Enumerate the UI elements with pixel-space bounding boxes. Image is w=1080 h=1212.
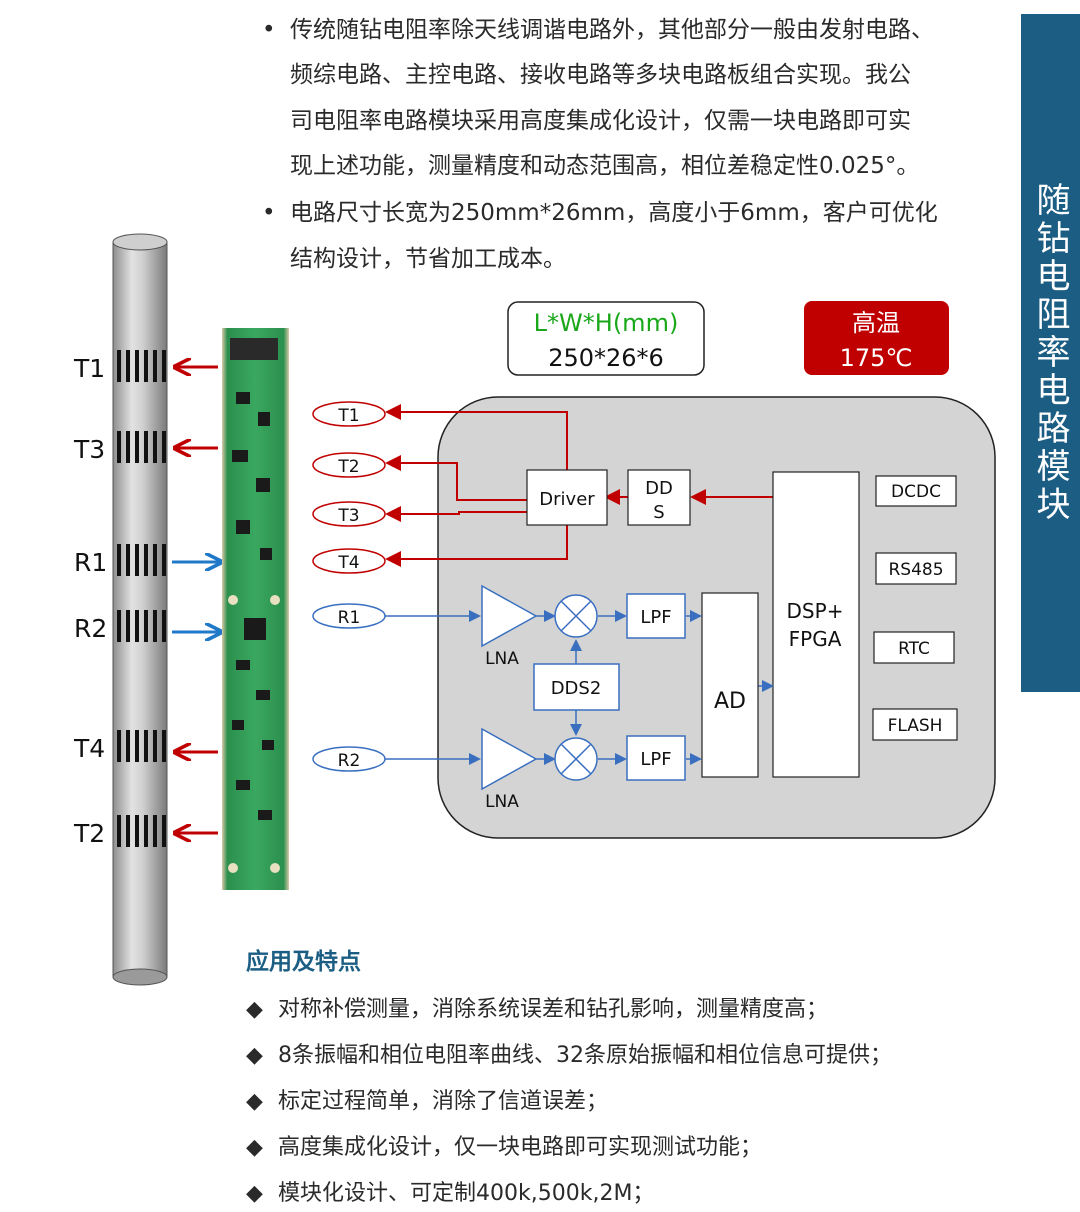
tx-label-t3: T3 [337,506,359,526]
features-heading: 应用及特点 [246,949,361,975]
tool-label-r1: R1 [74,548,107,577]
dsp-label-2: FPGA [789,627,842,651]
lpf-label-2: LPF [640,749,671,770]
tool-label-r2: R2 [74,614,107,643]
pcb-board [222,328,289,890]
feature-item-4: ◆ 高度集成化设计，仅一块电路即可实现测试功能； [246,1129,762,1161]
feature-item-1: ◆ 对称补偿测量，消除系统误差和钻孔影响，测量精度高； [246,991,828,1023]
tx-lines [385,404,773,567]
intro-bullet-dot-2: • [262,200,276,226]
ad-label: AD [714,689,746,714]
dsp-label-1: DSP+ [787,599,844,623]
intro-line-6: 结构设计，节省加工成本。 [290,246,566,272]
intro-line-2: 频综电路、主控电路、接收电路等多块电路板组合实现。我公 [290,62,911,88]
antenna-slots [117,350,166,847]
temp-label: 高温 [852,309,900,337]
intro-line-4: 现上述功能，测量精度和动态范围高，相位差稳定性0.025°。 [290,153,920,179]
feature-text-3: 标定过程简单，消除了信道误差； [278,1089,609,1114]
diamond-icon: ◆ [246,1181,263,1206]
feature-text-2: 8条振幅和相位电阻率曲线、32条原始振幅和相位信息可提供； [278,1043,892,1068]
diamond-icon: ◆ [246,1043,263,1068]
temp-value: 175℃ [840,344,913,372]
drill-pipe [112,233,168,986]
diamond-icon: ◆ [246,997,263,1022]
tx-label-t4: T4 [337,553,359,573]
lna-amplifier-2 [481,727,538,791]
feature-item-3: ◆ 标定过程简单，消除了信道误差； [246,1083,608,1115]
tx-ovals [312,401,386,574]
rx-label-r2: R2 [338,751,361,771]
side-title: 随钻电阻率电路模块 [1030,182,1070,524]
feature-text-1: 对称补偿测量，消除系统误差和钻孔影响，测量精度高； [278,997,829,1022]
tool-label-t2: T2 [73,819,105,848]
feature-text-5: 模块化设计、可定制400k,500k,2M； [278,1181,655,1206]
dims-value: 250*26*6 [548,344,664,372]
lpf-label-1: LPF [640,607,671,628]
driver-block [526,469,608,526]
mixer-1 [554,594,598,638]
temp-box [804,301,949,375]
rx-label-r1: R1 [338,608,361,628]
lna-label-2: LNA [485,792,519,812]
dds2-label: DDS2 [551,678,602,699]
side-title-tab [1021,14,1080,692]
intro-line-1: 传统随钻电阻率除天线调谐电路外，其他部分一般由发射电路、 [290,17,934,43]
flash-block [872,708,958,741]
feature-text-4: 高度集成化设计，仅一块电路即可实现测试功能； [278,1135,763,1160]
dims-box [507,301,705,376]
dds-label-2: S [653,502,664,523]
dds-label-1: DD [645,478,673,499]
lna-label-1: LNA [485,649,519,669]
mixer-2 [554,737,598,781]
intro-line-3: 司电阻率电路模块采用高度集成化设计，仅需一块电路即可实 [290,108,911,134]
rtc-block [873,631,955,664]
dds-block [627,469,691,526]
rtc-label: RTC [898,639,930,659]
tx-label-t1: T1 [337,406,359,426]
tool-label-t3: T3 [73,435,105,464]
tool-label-t1: T1 [73,354,105,383]
diamond-icon: ◆ [246,1089,263,1114]
rs485-label: RS485 [888,560,943,580]
rs485-block [875,552,957,585]
feature-item-5: ◆ 模块化设计、可定制400k,500k,2M； [246,1175,654,1207]
dcdc-label: DCDC [891,482,941,502]
lpf-block-2 [626,735,686,781]
lpf-block-1 [626,593,686,639]
rx-lines [385,610,774,765]
diamond-icon: ◆ [246,1135,263,1160]
feature-item-2: ◆ 8条振幅和相位电阻率曲线、32条原始振幅和相位信息可提供； [246,1037,892,1069]
lna-amplifier-1 [481,584,538,648]
dims-label: L*W*H(mm) [534,309,679,337]
ad-block [701,592,759,778]
tx-label-t2: T2 [337,457,359,477]
intro-bullet-dot-1: • [262,17,276,43]
dds2-block [533,663,620,711]
dcdc-block [875,475,957,507]
driver-label: Driver [539,489,595,510]
tool-label-t4: T4 [73,734,105,763]
intro-line-5: 电路尺寸长宽为250mm*26mm，高度小于6mm，客户可优化 [290,200,938,226]
flash-label: FLASH [888,716,943,736]
dsp-block [772,471,860,778]
